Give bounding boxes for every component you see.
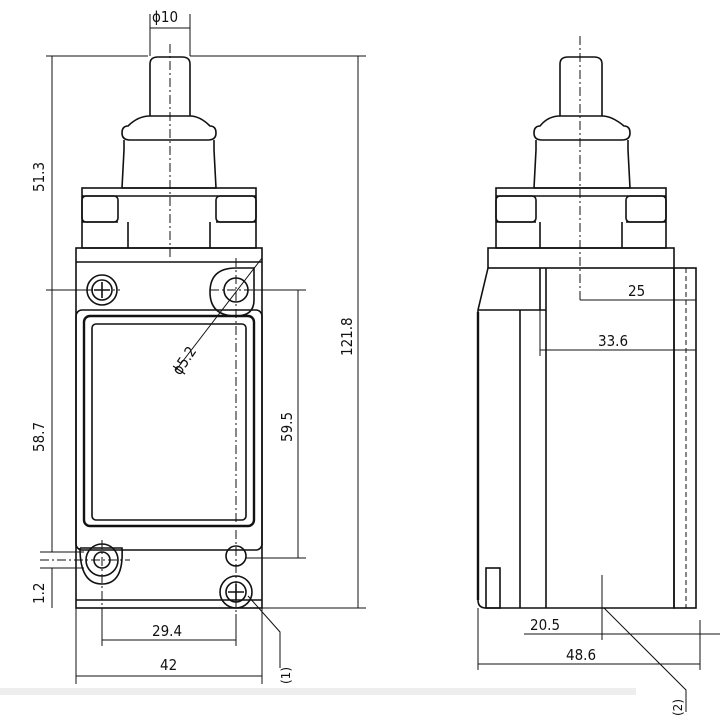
dim-width: 42 bbox=[160, 656, 177, 674]
dim-hole-spacing-vertical: 59.5 bbox=[278, 412, 296, 442]
dim-offset: 1.2 bbox=[30, 583, 48, 604]
dim-20-5: 20.5 bbox=[530, 616, 560, 634]
side-body bbox=[476, 247, 697, 609]
dim-25: 25 bbox=[628, 282, 645, 300]
front-dimensions bbox=[40, 14, 366, 684]
callout-2: (2) bbox=[671, 699, 685, 716]
front-plunger bbox=[121, 56, 217, 189]
dim-plunger-height: 51.3 bbox=[30, 162, 48, 192]
side-plunger bbox=[533, 36, 631, 300]
side-dimension-texts: 25 33.6 20.5 48.6 (2) bbox=[530, 282, 685, 716]
dim-48-6: 48.6 bbox=[566, 646, 596, 664]
front-view: ϕ10 51.3 121.8 ϕ5.2 59.5 58.7 1.2 29.4 4… bbox=[30, 8, 366, 684]
front-centerlines bbox=[40, 44, 260, 640]
dim-overall-height: 121.8 bbox=[338, 317, 356, 356]
side-dimensions bbox=[477, 296, 720, 712]
front-holes bbox=[79, 267, 255, 609]
dim-hole-spacing-horizontal: 29.4 bbox=[152, 622, 182, 640]
dim-lower-height: 58.7 bbox=[30, 422, 48, 452]
page-bottom-strip bbox=[0, 688, 636, 695]
dim-hole-diameter: ϕ5.2 bbox=[168, 343, 200, 378]
side-view: 25 33.6 20.5 48.6 (2) bbox=[476, 36, 720, 716]
callout-1: (1) bbox=[279, 667, 293, 684]
dim-33-6: 33.6 bbox=[598, 332, 628, 350]
front-head bbox=[81, 187, 257, 249]
front-dimension-texts: ϕ10 51.3 121.8 ϕ5.2 59.5 58.7 1.2 29.4 4… bbox=[30, 8, 356, 684]
side-head bbox=[495, 187, 667, 249]
dim-shaft-diameter: ϕ10 bbox=[152, 8, 178, 26]
